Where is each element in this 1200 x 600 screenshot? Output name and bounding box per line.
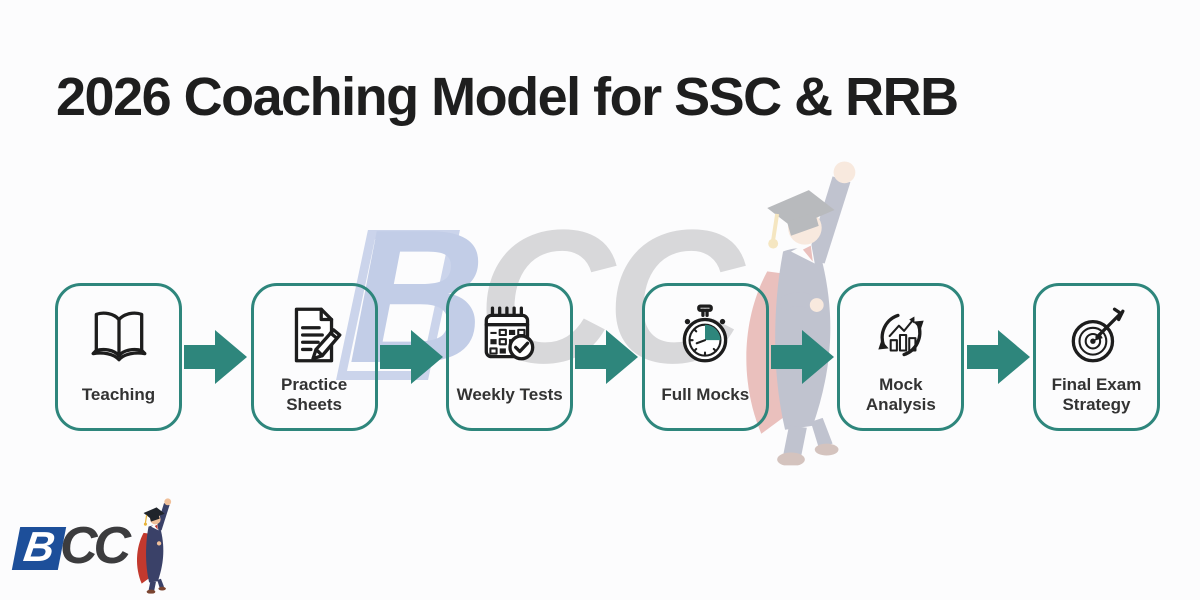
- document-pencil-icon: [281, 296, 347, 374]
- bcc-logo: B CC: [11, 494, 204, 598]
- step-box-mock-analysis: Mock Analysis: [837, 283, 965, 431]
- stopwatch-icon: [672, 296, 738, 374]
- page-title: 2026 Coaching Model for SSC & RRB: [56, 67, 959, 127]
- logo-letters-cc: CC: [60, 517, 131, 575]
- step-box-final-exam-strategy: Final Exam Strategy: [1032, 283, 1160, 431]
- step-label: Mock Analysis: [865, 374, 936, 414]
- step-label: Full Mocks: [661, 384, 750, 404]
- step-label: Teaching: [81, 384, 156, 404]
- flow-arrow: [575, 330, 639, 384]
- step-box-teaching: Teaching: [55, 283, 182, 431]
- flow-arrow: [184, 330, 248, 384]
- calendar-check-icon: [477, 296, 543, 374]
- step-box-full-mocks: Full Mocks: [641, 283, 769, 431]
- target-dart-icon: [1063, 296, 1129, 374]
- logo-b-box: B: [11, 522, 67, 570]
- book-icon: [86, 296, 152, 374]
- step-box-practice-sheets: Practice Sheets: [250, 283, 378, 431]
- logo-letter-b: B: [20, 522, 58, 570]
- step-label: Final Exam Strategy: [1051, 374, 1142, 414]
- flow-arrow: [771, 330, 835, 384]
- step-label: Weekly Tests: [456, 384, 563, 404]
- step-label: Practice Sheets: [281, 374, 348, 414]
- flow-arrow: [966, 330, 1030, 384]
- process-flow: Teaching Practice Sheets: [55, 283, 1160, 431]
- flow-arrow: [379, 330, 443, 384]
- step-box-weekly-tests: Weekly Tests: [446, 283, 574, 431]
- chart-refresh-icon: [868, 296, 934, 374]
- logo-graduate-mascot-icon: [120, 494, 182, 594]
